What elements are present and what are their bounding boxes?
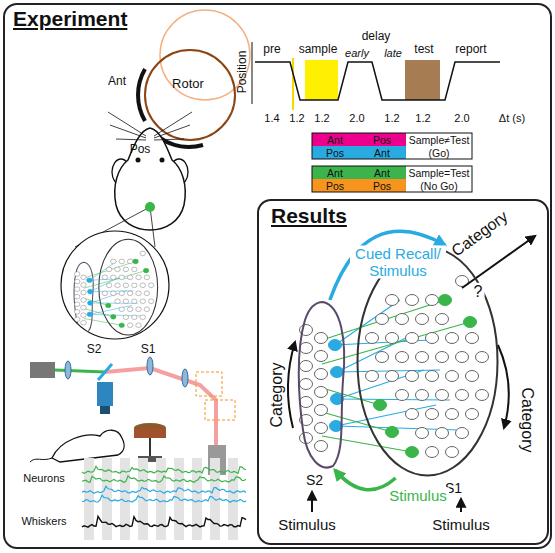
results-arrows [288, 236, 535, 512]
text-label: Category [518, 388, 536, 453]
text-label: Δt (s) [499, 112, 525, 125]
s1-region: S1 [355, 245, 500, 478]
text-label: Ant [374, 146, 390, 158]
zoom-circle [61, 231, 169, 339]
text-label: report [455, 43, 486, 57]
text-label: Ant [327, 133, 343, 145]
text-label: Pos [373, 133, 391, 145]
text-label: Sample≠Test [409, 133, 470, 145]
text-label: 2.0 [349, 112, 364, 125]
text-label: pre [263, 43, 280, 57]
text-label: Position [236, 51, 250, 94]
text-label: delay [362, 30, 391, 44]
panel-title: Results [271, 204, 347, 228]
text-label: 1.4 [264, 112, 279, 125]
text-label: Pos [326, 146, 344, 158]
trial-table [312, 133, 472, 192]
text-label: 2.0 [454, 112, 469, 125]
mouse-head [75, 112, 192, 247]
text-label: 1.2 [415, 112, 430, 125]
text-label: Stimulus [432, 516, 490, 533]
text-label: Sample=Test [409, 166, 470, 178]
edge-label: Stimulus [387, 487, 449, 504]
experiment-panel: ExperimentResultsS2S1 [3, 3, 552, 549]
text-label: sample [299, 43, 338, 57]
activity-traces [82, 458, 246, 540]
region-outline [355, 245, 500, 478]
text-label: Pos [130, 143, 151, 157]
text-label: Whiskers [21, 515, 66, 528]
region-label: S2 [306, 472, 323, 488]
microscope-setup [30, 357, 235, 475]
text-label: S1 [141, 343, 156, 357]
text-label: Pos [326, 179, 344, 191]
text-label: Stimulus [278, 516, 336, 533]
text-label: Rotor [172, 77, 204, 92]
rotor-figure [138, 10, 250, 147]
task-timeline [252, 42, 500, 110]
text-label: Neurons [23, 472, 65, 485]
text-label: Ant [327, 166, 343, 178]
text-label: Pos [373, 179, 391, 191]
text-label: test [414, 43, 433, 57]
text-label: Category [448, 207, 511, 260]
text-label: Category [268, 363, 286, 428]
text-label: early [345, 47, 369, 60]
text-label: 1.2 [384, 112, 399, 125]
text-label: S2 [87, 343, 102, 357]
text-label: ? [472, 283, 485, 301]
edge-label: Cued Recall/ Stimulus [350, 246, 446, 279]
panel-title: Experiment [13, 7, 127, 31]
text-label: (Go) [429, 146, 450, 158]
text-label: late [384, 47, 402, 60]
region-outline [293, 300, 348, 470]
text-label: (No Go) [420, 179, 457, 191]
text-label: Ant [108, 75, 126, 89]
text-label: 1.2 [314, 112, 329, 125]
text-label: Ant [374, 166, 390, 178]
s2-region: S2 [293, 300, 348, 470]
text-label: 1.2 [289, 112, 304, 125]
